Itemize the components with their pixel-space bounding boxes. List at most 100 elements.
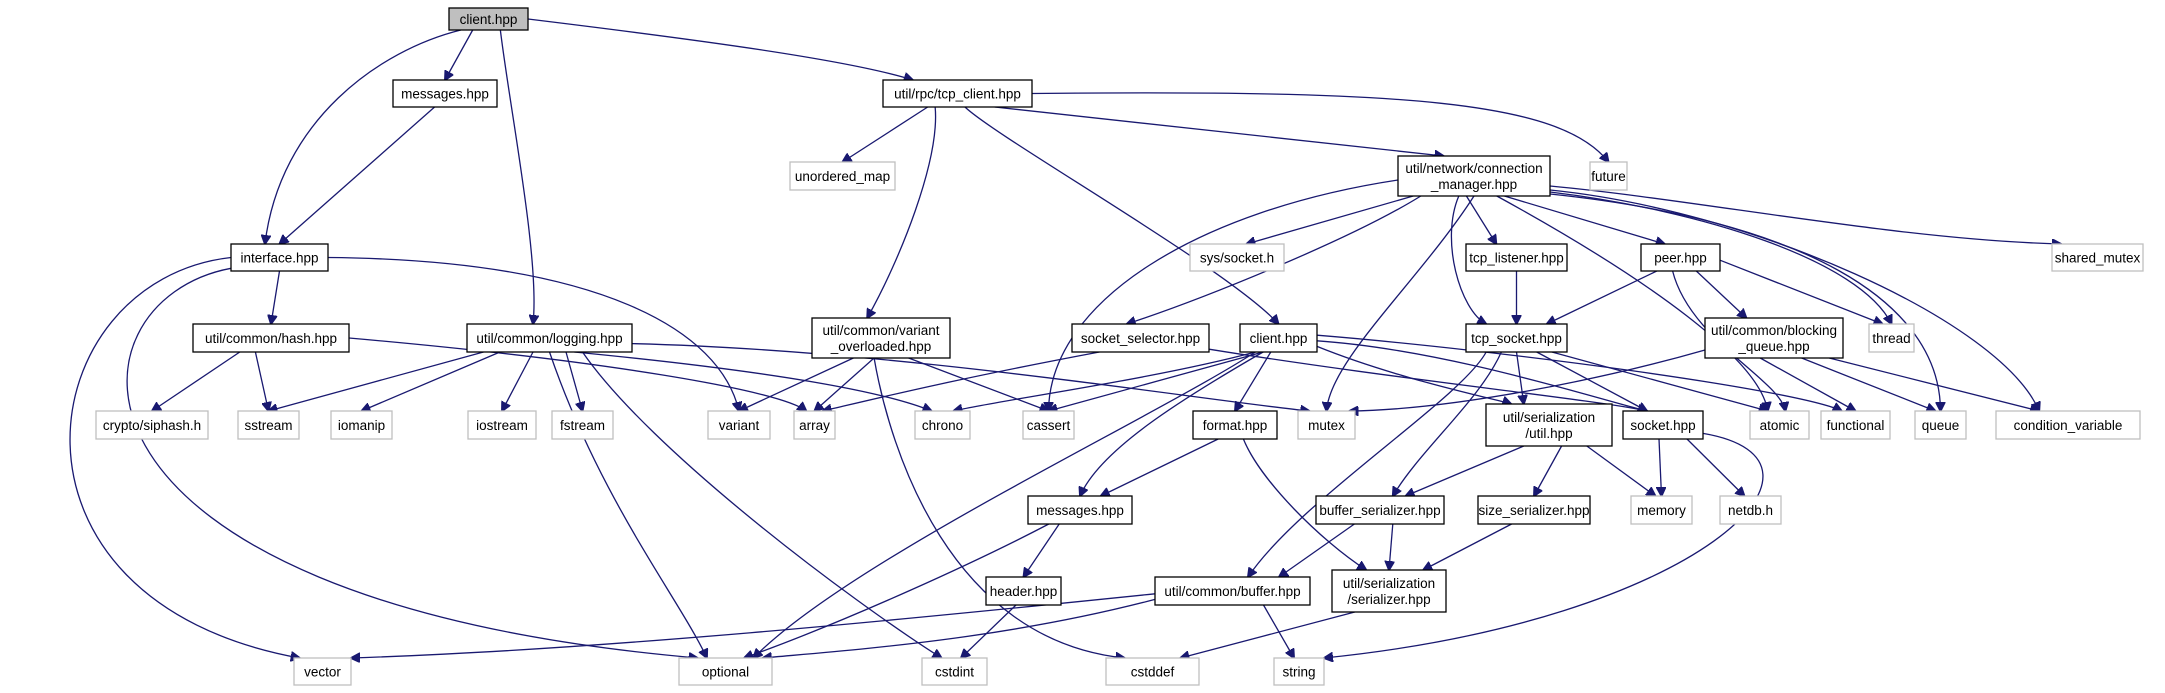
node-serializer[interactable]: util/serialization/serializer.hpp [1331, 569, 1447, 613]
edge-client2-to-socket [1316, 340, 1647, 411]
edge-tcpclient-to-client2 [964, 106, 1279, 324]
node-tcpsocket-box [1465, 323, 1568, 353]
node-client2[interactable]: client.hpp [1239, 323, 1318, 353]
node-sockselector[interactable]: socket_selector.hpp [1071, 323, 1210, 353]
node-socket[interactable]: socket.hpp [1622, 410, 1704, 440]
edge-logging-to-optional [548, 351, 707, 658]
edge-tcpclient-to-future [1031, 92, 1609, 162]
node-umap-box [789, 161, 896, 191]
edge-client2-to-messages2 [1080, 351, 1264, 496]
edge-connmgr-to-peer [1504, 195, 1664, 244]
node-thread-box [1868, 323, 1915, 353]
node-messages1-label: messages.hpp [401, 87, 489, 102]
node-sizeser[interactable]: size_serializer.hpp [1477, 495, 1591, 525]
node-cstdint: cstdint [921, 657, 988, 686]
node-blockingq-box [1704, 317, 1844, 359]
edge-client2-to-cassert [1049, 351, 1264, 411]
edge-format-to-messages2 [1101, 438, 1219, 496]
node-sstream: sstream [237, 410, 300, 440]
node-netdb-label: netdb.h [1728, 503, 1773, 518]
node-future-label: future [1591, 169, 1626, 184]
edge-variantov-to-variant [739, 357, 854, 411]
edge-interface-to-hash [271, 270, 281, 324]
edge-connmgr-to-tcpsocket [1450, 195, 1486, 324]
node-chrono: chrono [914, 410, 971, 440]
node-logging-box [466, 323, 633, 353]
node-siphash-box [95, 410, 209, 440]
node-peer-label: peer.hpp [1654, 251, 1707, 266]
node-cstdint-box [921, 657, 988, 686]
node-interface[interactable]: interface.hpp [230, 243, 329, 272]
node-variantov[interactable]: util/common/variant_overloaded.hpp [811, 317, 951, 359]
node-functional-box [1820, 410, 1891, 440]
node-memory-label: memory [1637, 503, 1686, 518]
node-serutil[interactable]: util/serialization/util.hpp [1485, 403, 1613, 447]
node-variantov-label: _overloaded.hpp [830, 339, 932, 354]
node-serializer-box [1331, 569, 1447, 613]
node-logging[interactable]: util/common/logging.hpp [466, 323, 633, 353]
edges [69, 18, 2061, 659]
node-format-label: format.hpp [1203, 418, 1268, 433]
node-tcplistener[interactable]: tcp_listener.hpp [1465, 243, 1568, 272]
node-messages1-box [392, 79, 498, 108]
edge-interface-to-vector [69, 256, 300, 659]
node-siphash-label: crypto/siphash.h [103, 418, 201, 433]
node-cstdint-label: cstdint [935, 665, 974, 680]
node-functional-label: functional [1827, 418, 1885, 433]
node-messages2[interactable]: messages.hpp [1027, 495, 1133, 525]
node-format[interactable]: format.hpp [1192, 410, 1278, 440]
node-peer[interactable]: peer.hpp [1640, 243, 1721, 272]
node-tcpclient-label: util/rpc/tcp_client.hpp [894, 87, 1021, 102]
node-iomanip: iomanip [330, 410, 393, 440]
node-blockingq-label: _queue.hpp [1737, 339, 1809, 354]
edge-socket-to-memory [1659, 438, 1662, 496]
node-bufser[interactable]: buffer_serializer.hpp [1315, 495, 1445, 525]
node-blockingq[interactable]: util/common/blocking_queue.hpp [1704, 317, 1844, 359]
node-serutil-label: /util.hpp [1525, 426, 1572, 441]
node-logging-label: util/common/logging.hpp [476, 331, 622, 346]
node-tcplistener-box [1465, 243, 1568, 272]
edge-peer-to-tcpsocket [1547, 270, 1658, 324]
edge-connmgr-to-queue [1549, 193, 1941, 411]
node-tcpsocket-label: tcp_socket.hpp [1471, 331, 1562, 346]
edge-connmgr-to-atomic [1496, 195, 1768, 411]
node-string-label: string [1282, 665, 1315, 680]
edge-connmgr-to-condvar [1549, 189, 2039, 411]
node-hash[interactable]: util/common/hash.hpp [192, 323, 350, 353]
node-header[interactable]: header.hpp [985, 576, 1062, 606]
edge-serializer-to-cstddef [1180, 611, 1355, 658]
edge-logging-to-iostream [502, 351, 534, 411]
node-buffer[interactable]: util/common/buffer.hpp [1154, 576, 1311, 606]
node-array-box [793, 410, 836, 440]
edge-variantov-to-cstddef [873, 357, 1125, 658]
node-root[interactable]: client.hpp [448, 7, 529, 31]
edge-connmgr-to-cassert [1049, 179, 1399, 411]
edge-messages1-to-interface [280, 106, 436, 244]
edge-tcpsocket-to-atomic [1551, 351, 1768, 411]
node-queue-box [1914, 410, 1967, 440]
nodes: client.hpp messages.hpp util/rpc/tcp_clien… [95, 7, 2144, 686]
node-tcpsocket[interactable]: tcp_socket.hpp [1465, 323, 1568, 353]
node-blockingq-label: util/common/blocking [1711, 323, 1837, 338]
edge-connmgr-to-sharedmutex [1549, 185, 2061, 244]
node-sockselector-label: socket_selector.hpp [1081, 331, 1200, 346]
edge-connmgr-to-thread [1549, 191, 1892, 324]
node-hash-box [192, 323, 350, 353]
node-messages2-box [1027, 495, 1133, 525]
node-connmgr-label: _manager.hpp [1430, 177, 1517, 192]
node-optional-box [678, 657, 773, 686]
node-peer-box [1640, 243, 1721, 272]
edge-socket-to-netdb [1686, 438, 1744, 496]
edge-client2-to-serutil [1316, 345, 1511, 404]
node-thread: thread [1868, 323, 1915, 353]
node-tcpclient[interactable]: util/rpc/tcp_client.hpp [882, 79, 1033, 108]
edge-client2-to-functional [1316, 334, 1842, 411]
node-fstream-label: fstream [560, 418, 605, 433]
node-connmgr[interactable]: util/network/connection_manager.hpp [1397, 155, 1551, 197]
node-interface-label: interface.hpp [240, 251, 318, 266]
edge-sockselector-to-socket [1208, 348, 1647, 411]
node-atomic-label: atomic [1760, 418, 1800, 433]
node-variantov-label: util/common/variant [822, 323, 939, 338]
node-messages1[interactable]: messages.hpp [392, 79, 498, 108]
edge-header-to-cstdint [961, 604, 1017, 658]
